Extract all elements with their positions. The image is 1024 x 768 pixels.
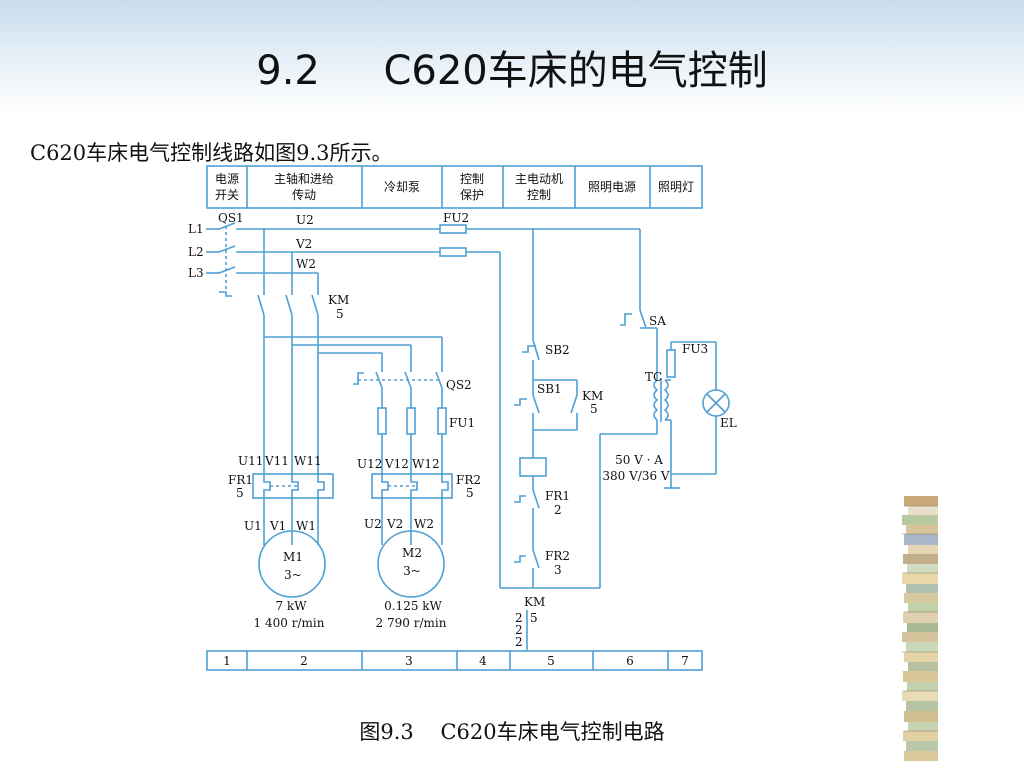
header-col3: 冷却泵 (384, 180, 420, 194)
label-V1: V1 (269, 519, 286, 533)
label-QS2: QS2 (446, 378, 472, 392)
label-KM-ref-d: 5 (530, 611, 538, 625)
label-FU1: FU1 (449, 416, 475, 430)
label-M2-phase: 3~ (403, 564, 421, 578)
label-KM-ref-a: 2 (515, 611, 523, 625)
footer-7: 7 (681, 654, 689, 668)
header-col2-line2: 传动 (292, 187, 316, 202)
footer-bar (206, 650, 703, 671)
label-KM-ref-b: 2 (515, 623, 523, 637)
label-KM-5: 5 (336, 307, 344, 321)
header-col1-line2: 开关 (215, 188, 239, 202)
label-U2: U2 (296, 213, 314, 227)
label-FR1-contact: FR1 (545, 489, 570, 503)
label-U11: U11 (238, 454, 263, 468)
footer-3: 3 (405, 654, 413, 668)
title-band (0, 0, 1024, 112)
header-col5-line1: 主电动机 (515, 172, 563, 186)
label-L3: L3 (188, 266, 204, 280)
header-col4-line2: 保护 (460, 188, 484, 202)
label-M1: M1 (283, 550, 303, 564)
label-FR2: FR2 (456, 473, 481, 487)
label-TC: TC (645, 370, 662, 384)
label-m1-speed: 1 400 r/min (254, 616, 325, 630)
label-M1-phase: 3~ (284, 568, 302, 582)
label-tc-ratio: 380 V/36 V (602, 469, 670, 483)
label-FR1: FR1 (228, 473, 253, 487)
intro-text: C620车床电气控制线路如图9.3所示。 (30, 141, 393, 165)
header-col6: 照明电源 (588, 180, 636, 194)
label-V2: V2 (295, 237, 312, 251)
label-W2: W2 (296, 257, 316, 271)
label-SB1: SB1 (537, 382, 562, 396)
label-m2-speed: 2 790 r/min (376, 616, 447, 630)
footer-5: 5 (547, 654, 555, 668)
label-FR2-contact: FR2 (545, 549, 570, 563)
footer-6: 6 (626, 654, 634, 668)
label-m2-power: 0.125 kW (384, 599, 442, 613)
label-U12: U12 (357, 457, 382, 471)
label-W11: W11 (294, 454, 322, 468)
label-V11: V11 (264, 454, 289, 468)
label-L1: L1 (188, 222, 204, 236)
label-FR2-contact-3: 3 (554, 563, 562, 577)
header-col7: 照明灯 (658, 180, 694, 194)
label-M2: M2 (402, 546, 422, 560)
slide-title: 9.2 C620车床的电气控制 (256, 48, 768, 94)
label-FR1-5: 5 (236, 486, 244, 500)
label-m1-power: 7 kW (275, 599, 307, 613)
label-FR1-contact-2: 2 (554, 503, 562, 517)
label-V2-m2: V2 (386, 517, 403, 531)
label-V12: V12 (384, 457, 409, 471)
label-FU3: FU3 (682, 342, 708, 356)
figure-caption: 图9.3 C620车床电气控制电路 (359, 720, 665, 744)
label-W12: W12 (412, 457, 440, 471)
footer-2: 2 (300, 654, 308, 668)
label-EL: EL (720, 416, 737, 430)
book-stack-icon (902, 496, 938, 761)
label-L2: L2 (188, 245, 204, 259)
label-tc-va: 50 V · A (615, 453, 663, 467)
header-col4-line1: 控制 (460, 172, 484, 186)
label-U2-m2: U2 (364, 517, 382, 531)
label-W2-m2: W2 (414, 517, 434, 531)
header-col2-line1: 主轴和进给 (274, 171, 334, 186)
label-FU2: FU2 (443, 211, 469, 225)
label-SA: SA (649, 314, 666, 328)
header-bar (206, 165, 703, 209)
footer-1: 1 (223, 654, 231, 668)
label-KM-aux-5: 5 (590, 402, 598, 416)
label-KM-ref-c: 2 (515, 635, 523, 649)
label-QS1: QS1 (218, 211, 244, 225)
header-col5-line2: 控制 (527, 188, 551, 202)
footer-4: 4 (479, 654, 487, 668)
label-FR2-5: 5 (466, 486, 474, 500)
label-SB2: SB2 (545, 343, 570, 357)
label-KM-ref: KM (524, 595, 545, 609)
header-col1-line1: 电源 (215, 172, 239, 186)
label-KM: KM (328, 293, 349, 307)
label-KM-aux: KM (582, 389, 603, 403)
label-U1: U1 (244, 519, 262, 533)
label-W1: W1 (296, 519, 316, 533)
